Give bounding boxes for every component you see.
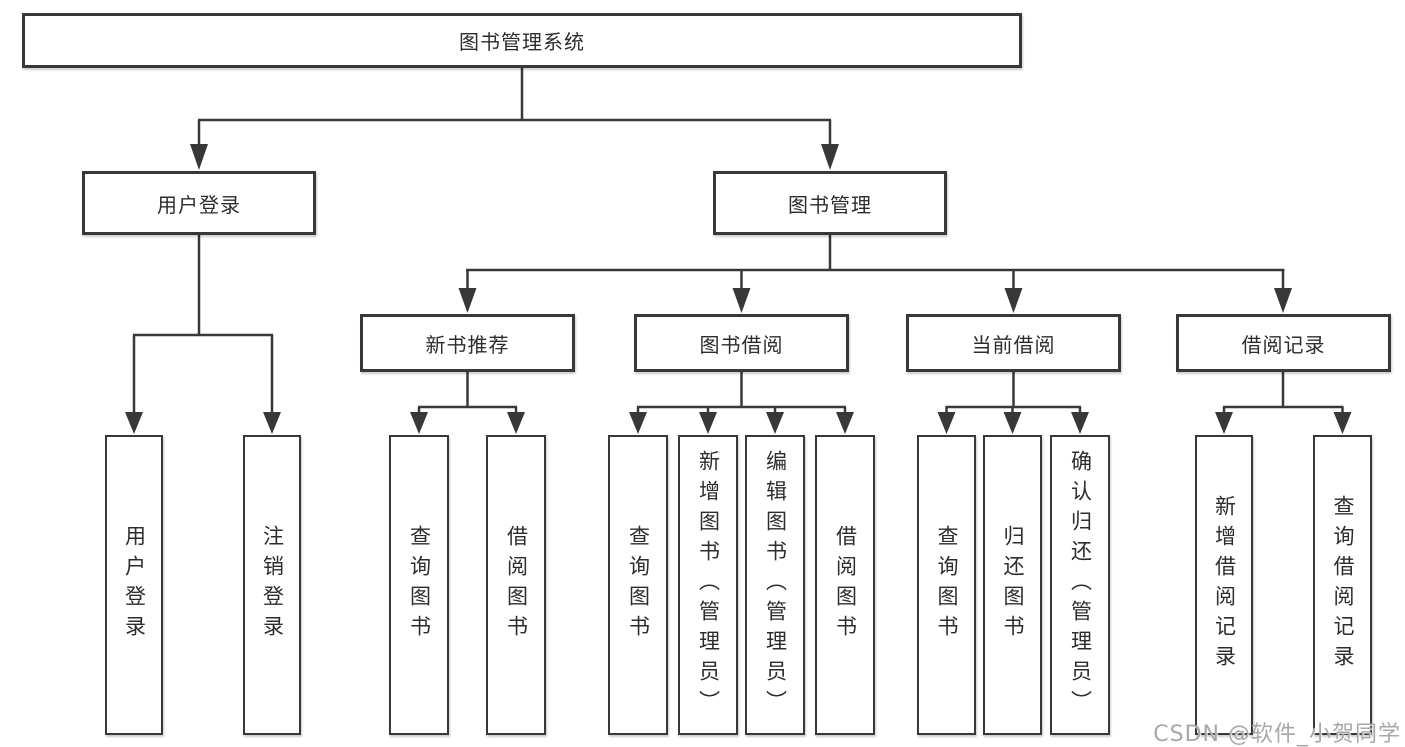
leaf-user-login: 用户登录: [105, 435, 163, 735]
leaf-query-books-recommendation: 查询图书: [389, 435, 449, 735]
node-borrowing-records: 借阅记录: [1176, 314, 1391, 372]
node-book-management-system: 图书管理系统: [22, 13, 1022, 68]
node-new-book-recommendation: 新书推荐: [360, 314, 575, 372]
leaf-borrow-books-recommendation: 借阅图书: [486, 435, 546, 735]
leaf-query-books-current: 查询图书: [917, 435, 976, 735]
leaf-query-borrow-record: 查询借阅记录: [1313, 435, 1372, 735]
connector-user-login-to-leaves: [125, 235, 281, 434]
leaf-borrow-books-borrowing: 借阅图书: [815, 435, 875, 735]
node-book-borrowing: 图书借阅: [634, 314, 849, 372]
leaf-add-books-admin: 新增图书（管理员）: [678, 435, 738, 735]
connector-new-book-recommendation-to-leaves: [410, 372, 525, 434]
leaf-edit-books-admin: 编辑图书（管理员）: [745, 435, 805, 735]
node-current-borrowing: 当前借阅: [906, 314, 1121, 372]
connector-borrowing-records-to-leaves: [1215, 372, 1352, 434]
node-user-login: 用户登录: [82, 171, 316, 235]
connector-root-to-branches: [190, 68, 839, 170]
leaf-logout: 注销登录: [243, 435, 301, 735]
leaf-add-borrow-record: 新增借阅记录: [1195, 435, 1253, 735]
connector-book-management-to-modules: [458, 235, 1292, 313]
node-book-management: 图书管理: [713, 171, 947, 235]
connector-book-borrowing-to-leaves: [629, 372, 854, 434]
leaf-confirm-return-admin: 确认归还（管理员）: [1050, 435, 1110, 735]
leaf-query-books-borrowing: 查询图书: [608, 435, 668, 735]
leaf-return-books: 归还图书: [983, 435, 1042, 735]
connector-current-borrowing-to-leaves: [937, 372, 1089, 434]
csdn-watermark: CSDN @软件_小贺同学: [1153, 722, 1401, 747]
